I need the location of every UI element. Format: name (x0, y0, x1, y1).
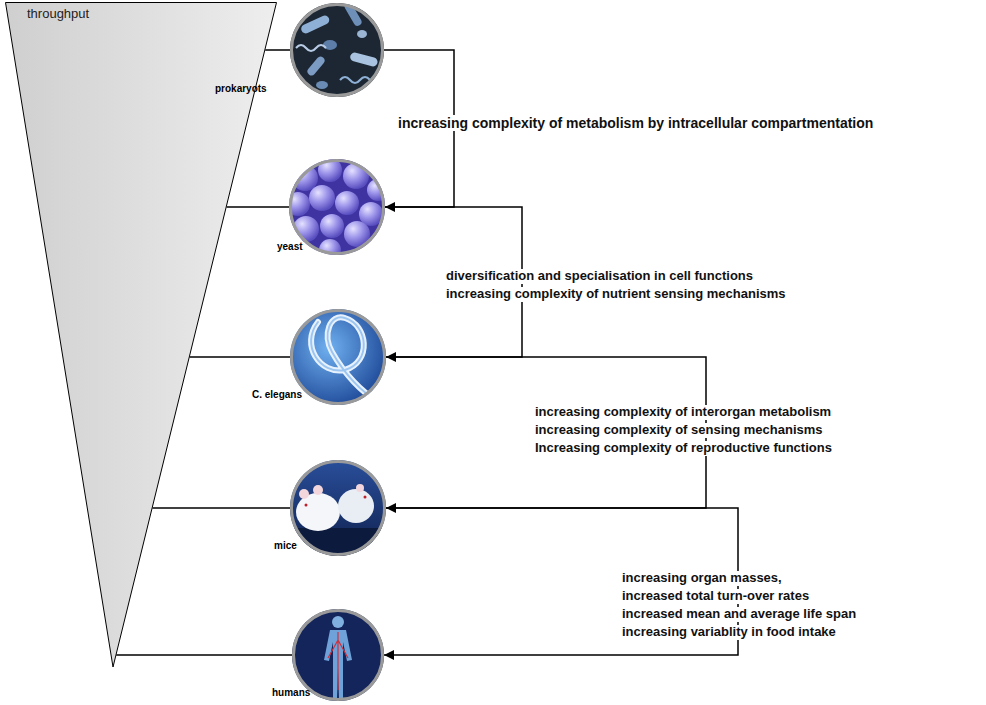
circle-outline (290, 3, 384, 97)
annotation-text: Increasing complexity of reproductive fu… (533, 441, 834, 456)
connector-line (265, 49, 290, 51)
annotation-holder: increasing complexity of sensing mechani… (533, 420, 825, 438)
circle-ring (292, 311, 385, 404)
triangle-shape (6, 3, 277, 668)
annotation-text: increasing organ masses, (620, 571, 784, 586)
annotation-text: increasing complexity of interorgan meta… (533, 405, 833, 420)
connector-line (152, 507, 290, 509)
circle-ring (292, 462, 385, 555)
organism-circle: prokaryots (290, 3, 384, 97)
circle-outline (290, 460, 386, 556)
axis-label: throughput (27, 6, 89, 22)
annotation-text: increased total turn-over rates (620, 589, 811, 604)
annotation-holder: increasing complexity of interorgan meta… (533, 402, 833, 420)
connector-line (116, 654, 292, 656)
annotation-holder: increasing complexity of nutrient sensin… (444, 284, 788, 302)
annotation-text: increasing variablity in food intake (620, 625, 838, 640)
annotation-text: diversification and specialisation in ce… (444, 269, 755, 284)
triangle-outline (5, 2, 277, 668)
organism-circle: mice (290, 460, 386, 556)
organism-circle: C. elegans (290, 309, 386, 405)
annotation-holder: increasing complexity of metabolism by i… (396, 114, 875, 132)
organism-circle: humans (292, 609, 384, 701)
connector-line (227, 206, 290, 208)
organism-label: prokaryots (215, 83, 267, 95)
circle-ring (292, 5, 383, 96)
annotation-text: increased mean and average life span (620, 607, 858, 622)
circle-ring (294, 611, 383, 700)
circle-outline (290, 309, 386, 405)
organism-label: C. elegans (252, 389, 302, 401)
connector-line (190, 356, 290, 358)
circle-outline (289, 159, 385, 255)
bacteria-picture (288, 1, 388, 101)
annotation-holder: increased mean and average life span (620, 604, 858, 622)
circle-ring (291, 161, 384, 254)
annotation-holder: increased total turn-over rates (620, 586, 811, 604)
annotation-holder: increasing organ masses, (620, 568, 784, 586)
annotation-holder: Increasing complexity of reproductive fu… (533, 438, 834, 456)
organism-label: mice (274, 540, 297, 552)
worm-picture (288, 307, 390, 409)
throughput-triangle: throughput (5, 2, 277, 668)
organism-label: humans (272, 687, 310, 699)
annotation-text: increasing complexity of sensing mechani… (533, 423, 825, 438)
annotation-text: increasing complexity of metabolism by i… (396, 115, 875, 131)
organism-circle: yeast (289, 159, 385, 255)
annotation-text: increasing complexity of nutrient sensin… (444, 287, 788, 302)
annotation-holder: diversification and specialisation in ce… (444, 266, 755, 284)
annotation-holder: increasing variablity in food intake (620, 622, 838, 640)
organism-label: yeast (277, 241, 303, 253)
mice-picture (288, 458, 390, 560)
